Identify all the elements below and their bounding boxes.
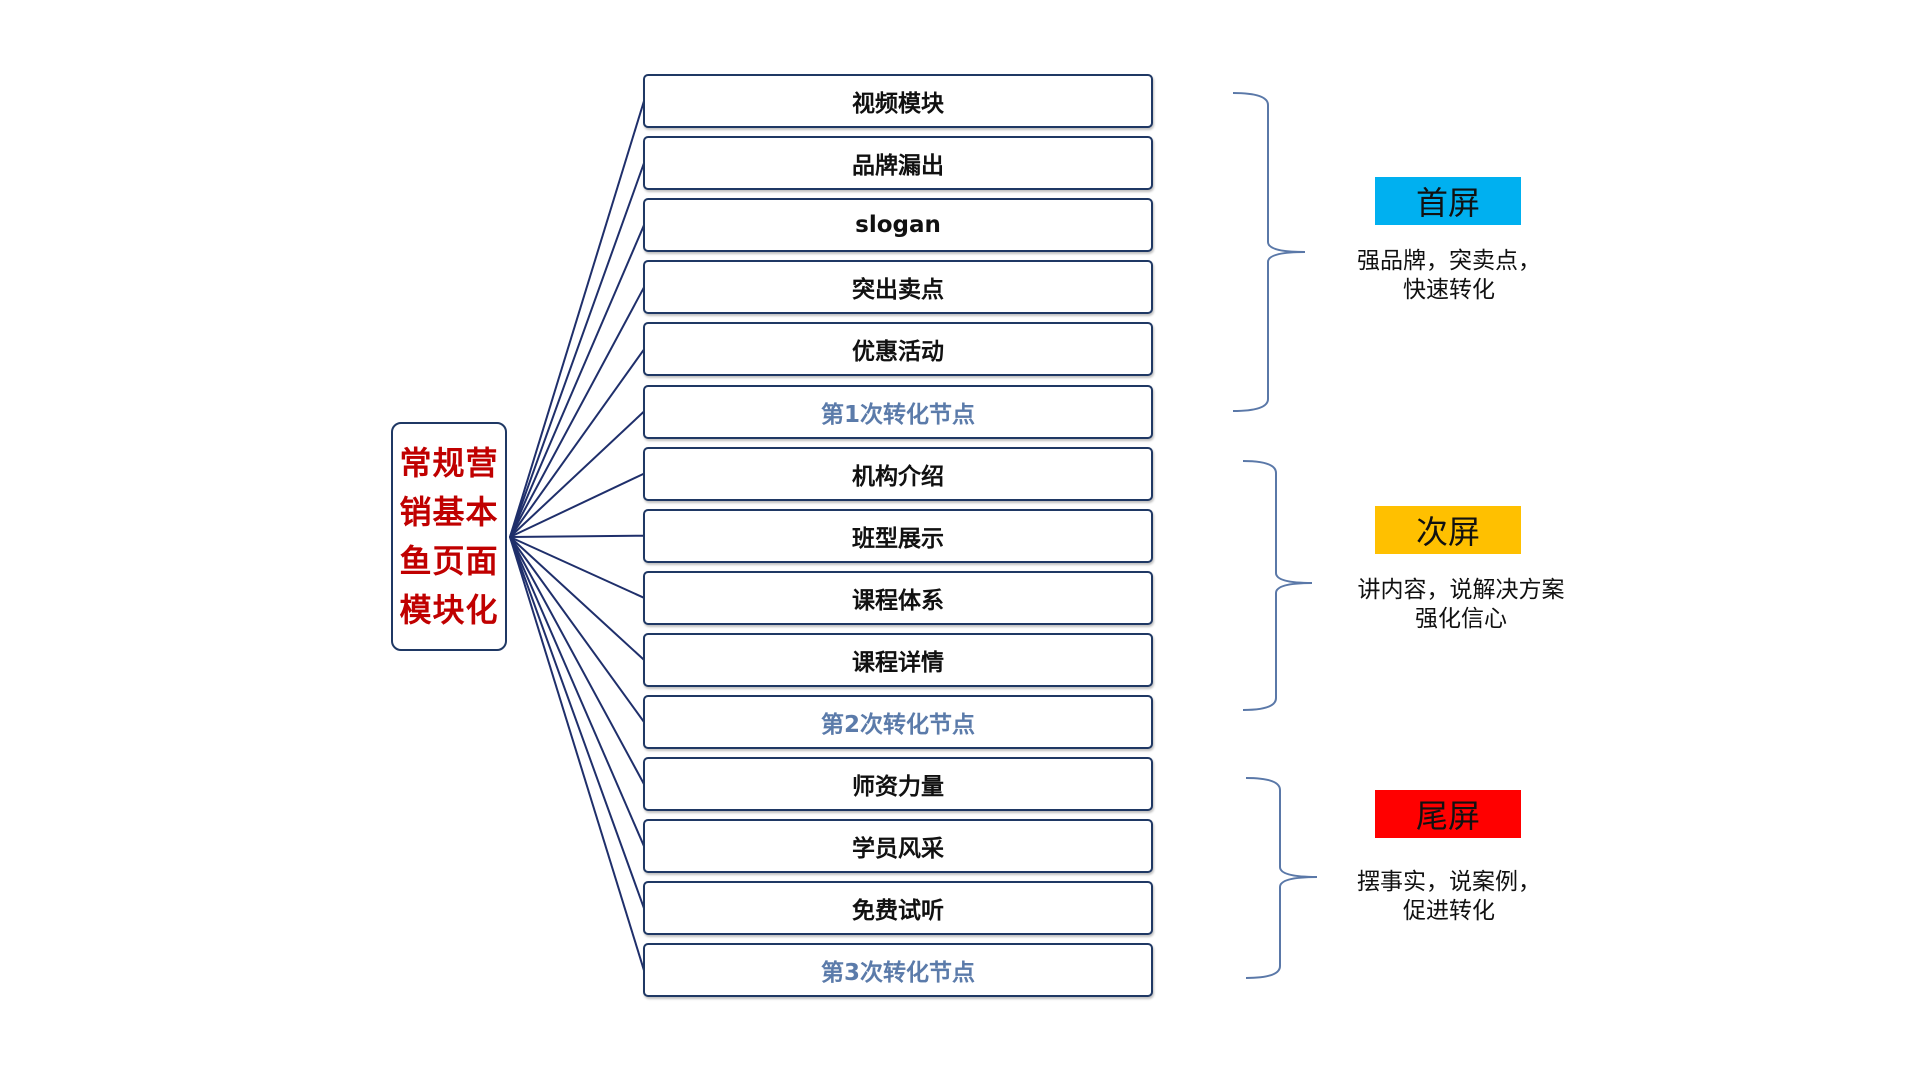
module-node: 学员风采 <box>643 819 1153 874</box>
module-node: slogan <box>643 198 1153 253</box>
connector-line <box>509 348 645 538</box>
desc-line: 讲内容，说解决方案 <box>1357 577 1565 603</box>
section-label-first-screen: 首屏 <box>1375 177 1521 225</box>
root-line: 模块化 <box>399 590 499 629</box>
connector-line <box>509 534 645 538</box>
connector-line <box>509 536 645 847</box>
connector-line <box>509 410 645 538</box>
desc-line: 摆事实，说案例， <box>1357 869 1541 895</box>
section-desc-first-screen: 强品牌，突卖点， 快速转化 <box>1299 247 1599 305</box>
conversion-node: 第3次转化节点 <box>643 943 1153 998</box>
connector-line <box>509 536 645 723</box>
connector-line <box>509 162 645 538</box>
connector-line <box>509 286 645 538</box>
connector-line <box>509 536 645 785</box>
module-node: 优惠活动 <box>643 322 1153 377</box>
root-line: 销基本 <box>399 492 499 531</box>
section-label-last-screen: 尾屏 <box>1375 790 1521 838</box>
conversion-node: 第2次转化节点 <box>643 695 1153 749</box>
module-node: 免费试听 <box>643 881 1153 936</box>
connector-line <box>509 100 645 538</box>
connector-line <box>509 224 645 538</box>
section-bracket <box>1232 92 1306 412</box>
desc-line: 促进转化 <box>1403 898 1495 924</box>
desc-line: 强化信心 <box>1415 606 1507 632</box>
desc-line: 快速转化 <box>1403 277 1495 303</box>
conversion-node: 第1次转化节点 <box>643 384 1153 439</box>
module-node: 品牌漏出 <box>643 136 1153 191</box>
section-bracket <box>1242 460 1313 711</box>
connector-line <box>509 536 645 661</box>
module-node: 机构介绍 <box>643 446 1153 501</box>
module-node: 突出卖点 <box>643 260 1153 315</box>
section-label-second-screen: 次屏 <box>1375 506 1521 554</box>
module-node: 视频模块 <box>643 74 1153 128</box>
section-desc-last-screen: 摆事实，说案例， 促进转化 <box>1299 868 1599 926</box>
module-node: 师资力量 <box>643 757 1153 812</box>
root-line: 鱼页面 <box>399 541 499 580</box>
connector-line <box>509 536 645 909</box>
root-node: 常规营 销基本 鱼页面 模块化 <box>391 422 507 651</box>
desc-line: 强品牌，突卖点， <box>1357 248 1541 274</box>
module-node: 班型展示 <box>643 508 1153 563</box>
root-line: 常规营 <box>399 443 499 482</box>
module-node: 课程体系 <box>643 570 1153 625</box>
module-node: 课程详情 <box>643 632 1153 687</box>
connector-line <box>509 536 645 971</box>
connector-line <box>509 536 645 599</box>
section-bracket <box>1245 777 1318 979</box>
section-desc-second-screen: 讲内容，说解决方案 强化信心 <box>1311 576 1611 634</box>
connector-line <box>509 472 645 538</box>
